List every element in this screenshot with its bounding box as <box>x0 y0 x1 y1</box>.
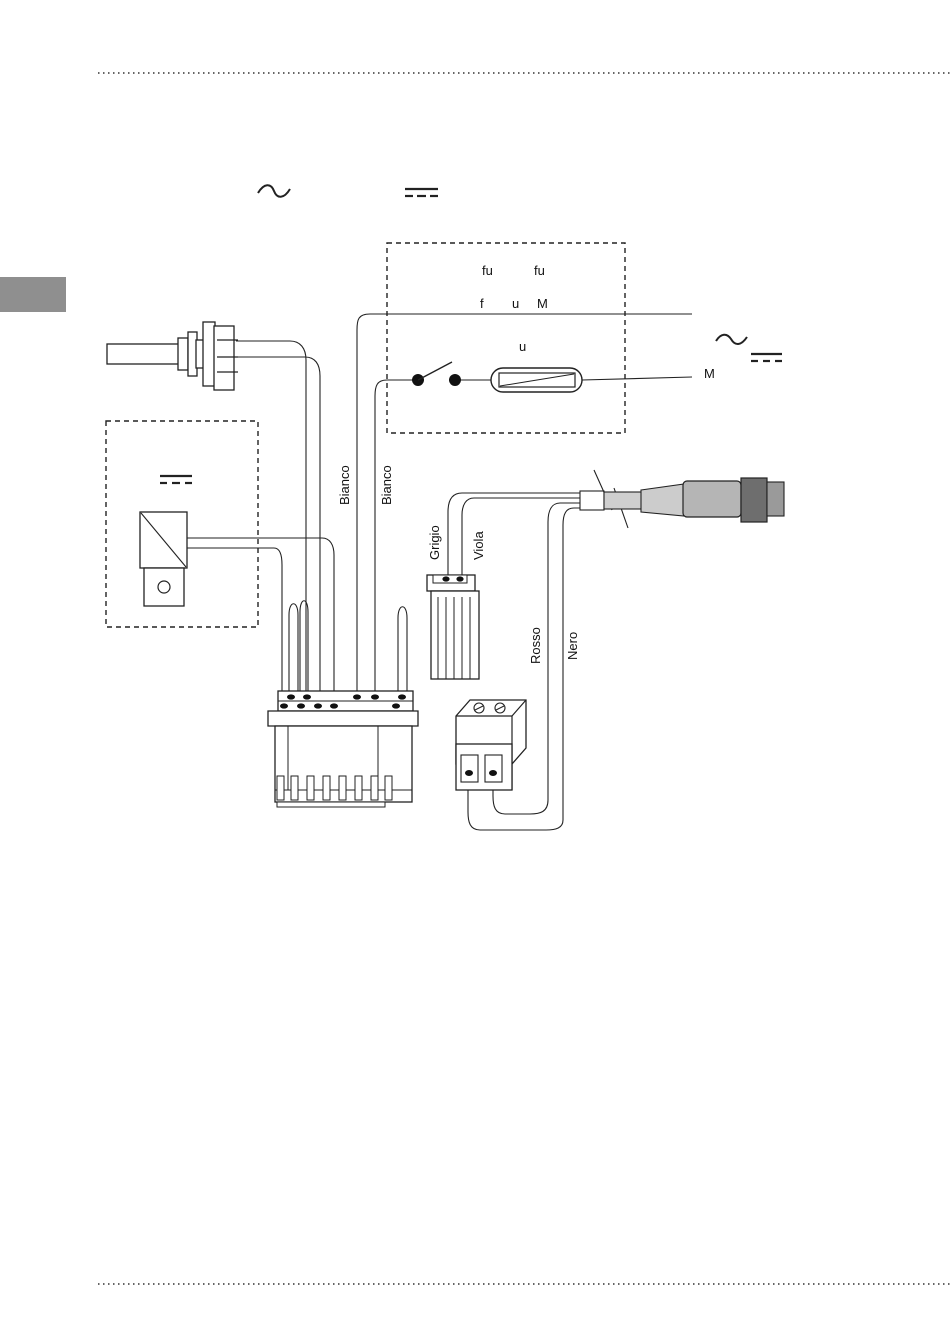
label-bianco-1: Bianco <box>337 465 352 505</box>
switch-lever <box>418 362 452 380</box>
label-u-top: u <box>512 296 519 311</box>
label-fu-right: fu <box>534 263 545 278</box>
wire-probe-2 <box>236 357 320 695</box>
wire-fuse-out <box>582 377 692 380</box>
wire-loop-3 <box>398 607 407 700</box>
wire-loop-1 <box>289 604 298 700</box>
screw-terminal-block <box>456 700 526 790</box>
label-rosso: Rosso <box>528 627 543 664</box>
cable-connector <box>580 470 784 528</box>
dc-symbol-right-icon <box>751 354 782 361</box>
wire-probe-1 <box>236 341 306 695</box>
wire-photocell-2 <box>187 548 282 700</box>
label-f: f <box>480 296 484 311</box>
probe-sensor <box>107 322 238 390</box>
label-fu-left: fu <box>482 263 493 278</box>
switch-contact-right <box>449 374 461 386</box>
label-M-top: M <box>537 296 548 311</box>
two-pin-connector <box>427 575 479 679</box>
dc-symbol-left-icon <box>160 476 192 483</box>
label-M-right: M <box>704 366 715 381</box>
wire-bianco-1 <box>357 314 370 695</box>
label-u-mid: u <box>519 339 526 354</box>
photocell-mount-hole <box>158 581 170 593</box>
label-nero: Nero <box>565 632 580 660</box>
control-box-dashed <box>387 243 625 433</box>
main-terminal-block <box>268 691 418 807</box>
wire-cable-grigio <box>448 493 580 576</box>
ac-symbol-right-icon <box>716 335 747 344</box>
label-viola: Viola <box>471 531 486 560</box>
wire-loop-2 <box>300 601 308 700</box>
ac-symbol-icon <box>258 185 290 197</box>
label-grigio: Grigio <box>427 525 442 560</box>
dc-symbol-icon <box>405 189 438 196</box>
side-tab <box>0 277 66 312</box>
label-bianco-2: Bianco <box>379 465 394 505</box>
wire-photocell-1 <box>187 538 334 695</box>
